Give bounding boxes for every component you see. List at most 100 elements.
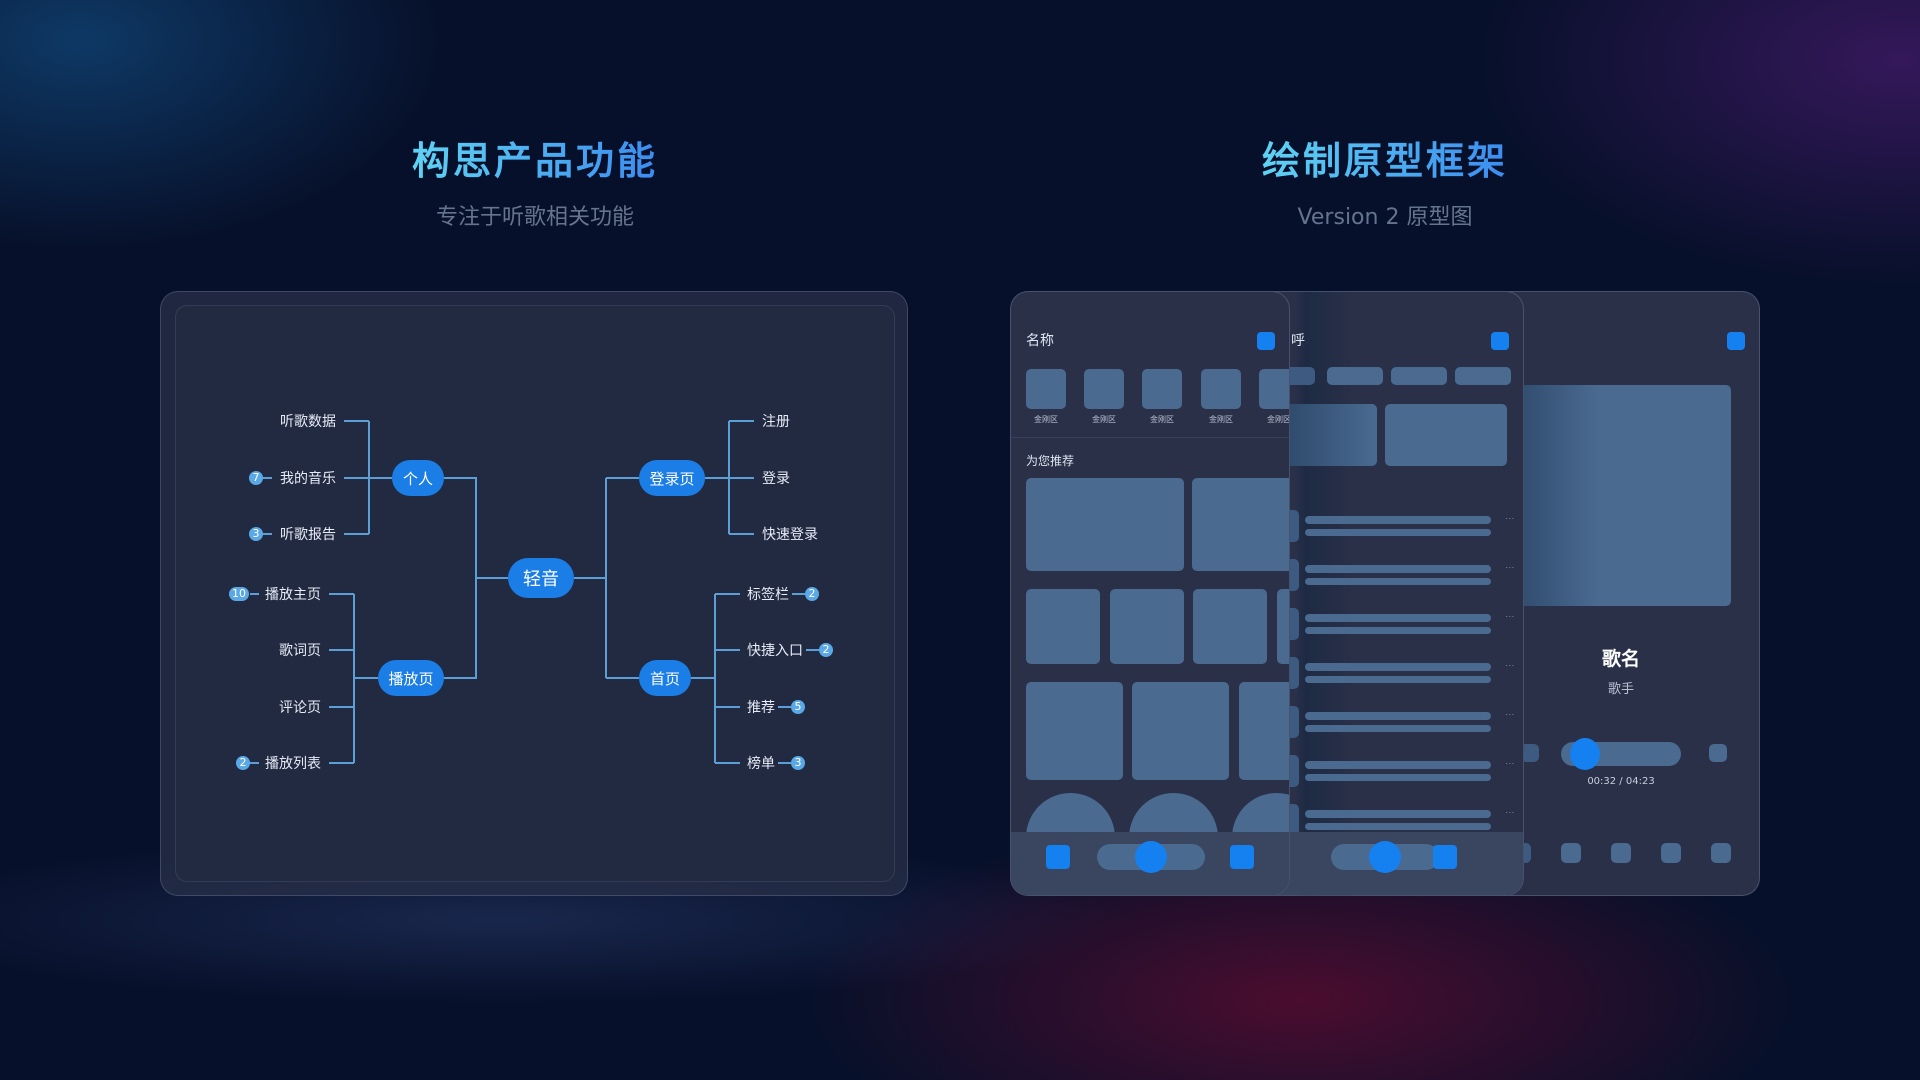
control-icon[interactable]	[1661, 843, 1681, 863]
shortcut-icon[interactable]	[1142, 369, 1182, 409]
leaf-player[interactable]: 播放主页	[265, 587, 321, 603]
leaf-player[interactable]: 评论页	[279, 700, 321, 716]
leaf-login[interactable]: 快速登录	[762, 527, 818, 543]
control-icon[interactable]	[1611, 843, 1631, 863]
tab[interactable]	[1455, 367, 1511, 385]
screen-title: 名称	[1026, 333, 1054, 349]
list-sub-line	[1305, 676, 1491, 683]
count-badge: 7	[249, 471, 263, 485]
list-title-line	[1305, 516, 1491, 524]
leaf-login[interactable]: 登录	[762, 471, 790, 487]
more-icon[interactable]: ⋮	[1504, 808, 1514, 817]
song-title: 歌名	[1601, 648, 1640, 670]
count-badge: 3	[791, 756, 805, 770]
time-readout: 00:32 / 04:23	[1587, 776, 1655, 787]
nav-icon[interactable]	[1230, 845, 1254, 869]
tab[interactable]	[1327, 367, 1383, 385]
screen-title: 呼	[1291, 333, 1305, 349]
list-title-line	[1305, 565, 1491, 573]
recommend-card[interactable]	[1277, 589, 1289, 664]
shortcut-icon[interactable]	[1259, 369, 1289, 409]
nav-icon[interactable]	[1046, 845, 1070, 869]
banner-card[interactable]	[1285, 404, 1377, 466]
leaf-personal[interactable]: 听歌报告	[280, 527, 336, 543]
list-sub-line	[1305, 774, 1491, 781]
prototype-list-screen: 呼 ⋮ ⋮ ⋮ ⋮ ⋮ ⋮ ⋮	[1244, 291, 1524, 896]
count-badge: 2	[805, 587, 819, 601]
count-badge: 2	[819, 643, 833, 657]
recommend-card[interactable]	[1026, 589, 1100, 664]
more-icon[interactable]: ⋮	[1504, 759, 1514, 768]
root-node[interactable]: 轻音	[508, 558, 574, 598]
recommend-card[interactable]	[1239, 682, 1289, 780]
leaf-home[interactable]: 标签栏	[747, 587, 789, 603]
connector-line	[574, 421, 730, 679]
node-player[interactable]: 播放页	[378, 660, 444, 696]
recommend-card[interactable]	[1192, 478, 1289, 571]
count-badge: 2	[236, 756, 250, 770]
connector-line	[691, 594, 716, 763]
count-badge: 5	[791, 700, 805, 714]
menu-icon[interactable]	[1257, 332, 1275, 350]
album-cover	[1511, 385, 1731, 606]
list-sub-line	[1305, 725, 1491, 732]
node-personal[interactable]: 个人	[392, 460, 444, 496]
recommend-card[interactable]	[1110, 589, 1184, 664]
menu-icon[interactable]	[1727, 332, 1745, 350]
list-title-line	[1305, 614, 1491, 622]
nav-icon[interactable]	[1433, 845, 1457, 869]
bottom-bar	[1011, 832, 1289, 895]
control-icon[interactable]	[1561, 843, 1581, 863]
progress-knob[interactable]	[1570, 738, 1600, 770]
count-badge: 10	[229, 587, 249, 601]
list-title-line	[1305, 663, 1491, 671]
leaf-personal[interactable]: 听歌数据	[280, 414, 336, 430]
right-subtitle: Version 2 原型图	[1297, 205, 1473, 230]
section-title: 为您推荐	[1026, 454, 1075, 468]
prev-button[interactable]	[1521, 744, 1539, 762]
shortcut-label: 金刚区	[1209, 415, 1233, 424]
recommend-card[interactable]	[1132, 682, 1229, 780]
more-icon[interactable]: ⋮	[1504, 661, 1514, 670]
menu-icon[interactable]	[1491, 332, 1509, 350]
recommend-card[interactable]	[1193, 589, 1267, 664]
play-button[interactable]	[1369, 841, 1401, 873]
control-icon[interactable]	[1711, 843, 1731, 863]
next-button[interactable]	[1709, 744, 1727, 762]
leaf-login[interactable]: 注册	[762, 414, 790, 430]
tab[interactable]	[1285, 367, 1315, 385]
leaf-home[interactable]: 快捷入口	[747, 643, 803, 659]
recommend-card[interactable]	[1026, 682, 1123, 780]
list-sub-line	[1305, 627, 1491, 634]
shortcut-icon[interactable]	[1084, 369, 1124, 409]
leaf-player[interactable]: 播放列表	[265, 756, 321, 772]
more-icon[interactable]: ⋮	[1504, 563, 1514, 572]
leaf-personal[interactable]: 我的音乐	[280, 471, 336, 487]
banner-card[interactable]	[1385, 404, 1507, 466]
list-sub-line	[1305, 529, 1491, 536]
tab[interactable]	[1391, 367, 1447, 385]
leaf-player[interactable]: 歌词页	[279, 643, 321, 659]
play-button[interactable]	[1135, 841, 1167, 873]
connector-line	[368, 421, 508, 679]
more-icon[interactable]: ⋮	[1504, 514, 1514, 523]
recommend-card[interactable]	[1026, 478, 1184, 571]
list-sub-line	[1305, 578, 1491, 585]
shortcut-label: 金刚区	[1150, 415, 1174, 424]
left-subtitle: 专注于听歌相关功能	[435, 205, 635, 230]
leaf-home[interactable]: 榜单	[747, 756, 775, 772]
more-icon[interactable]: ⋮	[1504, 710, 1514, 719]
more-icon[interactable]: ⋮	[1504, 612, 1514, 621]
right-title: 绘制原型框架	[1262, 130, 1508, 185]
shortcut-icon[interactable]	[1026, 369, 1066, 409]
count-badge: 3	[249, 527, 263, 541]
list-title-line	[1305, 761, 1491, 769]
node-login[interactable]: 登录页	[639, 460, 705, 496]
left-title: 构思产品功能	[412, 130, 658, 185]
leaf-home[interactable]: 推荐	[747, 700, 775, 716]
connector-line	[353, 594, 378, 763]
shortcut-label: 金刚区	[1267, 415, 1290, 424]
shortcut-icon[interactable]	[1201, 369, 1241, 409]
node-home[interactable]: 首页	[639, 660, 691, 696]
